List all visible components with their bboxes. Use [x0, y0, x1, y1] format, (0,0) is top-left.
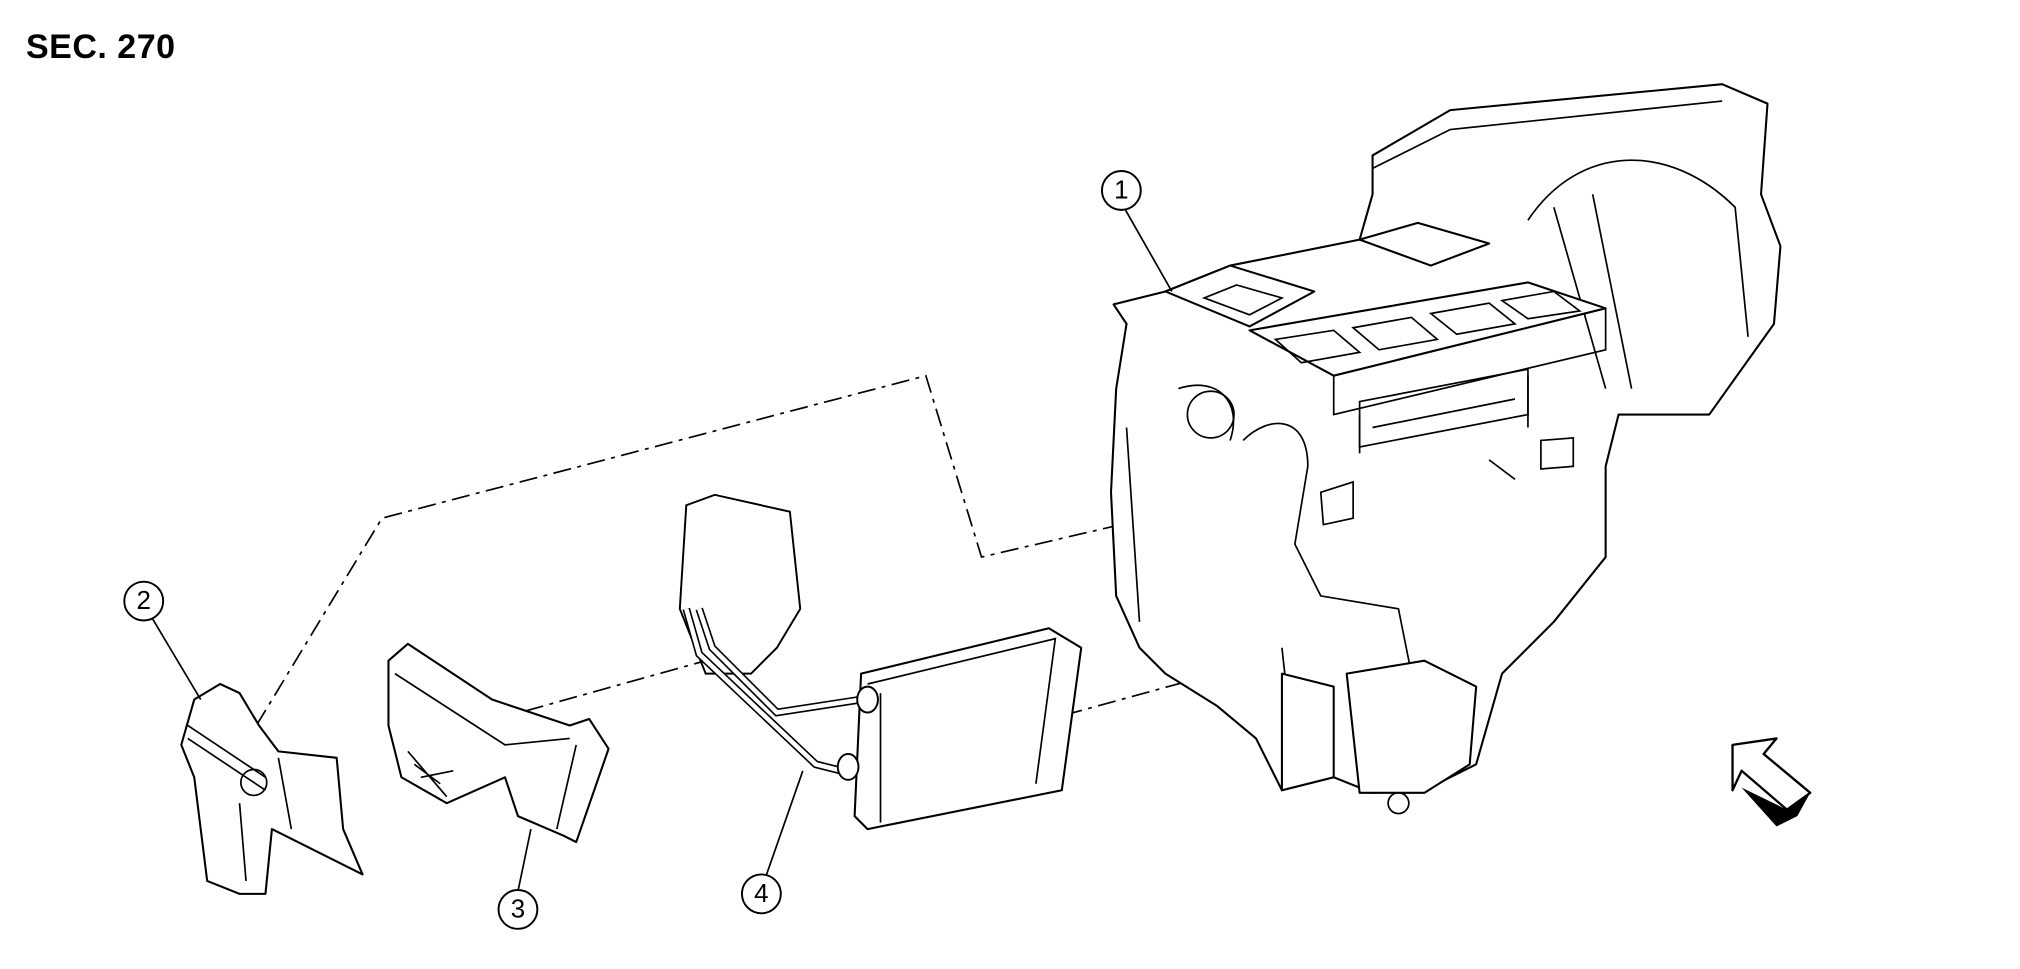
callout-1: 1 — [1100, 170, 1173, 292]
section-label: SEC. 270 — [26, 28, 176, 66]
heater-core-cover — [180, 682, 364, 895]
svg-text:3: 3 — [511, 895, 525, 923]
svg-text:2: 2 — [137, 587, 151, 615]
heater-core — [678, 493, 1083, 831]
callout-3: 3 — [497, 828, 539, 930]
heater-cooling-unit — [1109, 83, 1782, 815]
svg-text:4: 4 — [754, 880, 768, 908]
front-arrow-icon — [1731, 737, 1812, 827]
heater-pipe-bracket — [387, 642, 610, 844]
alignment-line-cover — [255, 374, 1205, 726]
callout-2: 2 — [123, 580, 202, 700]
svg-text:1: 1 — [1114, 176, 1128, 204]
callout-4: 4 — [740, 770, 804, 915]
